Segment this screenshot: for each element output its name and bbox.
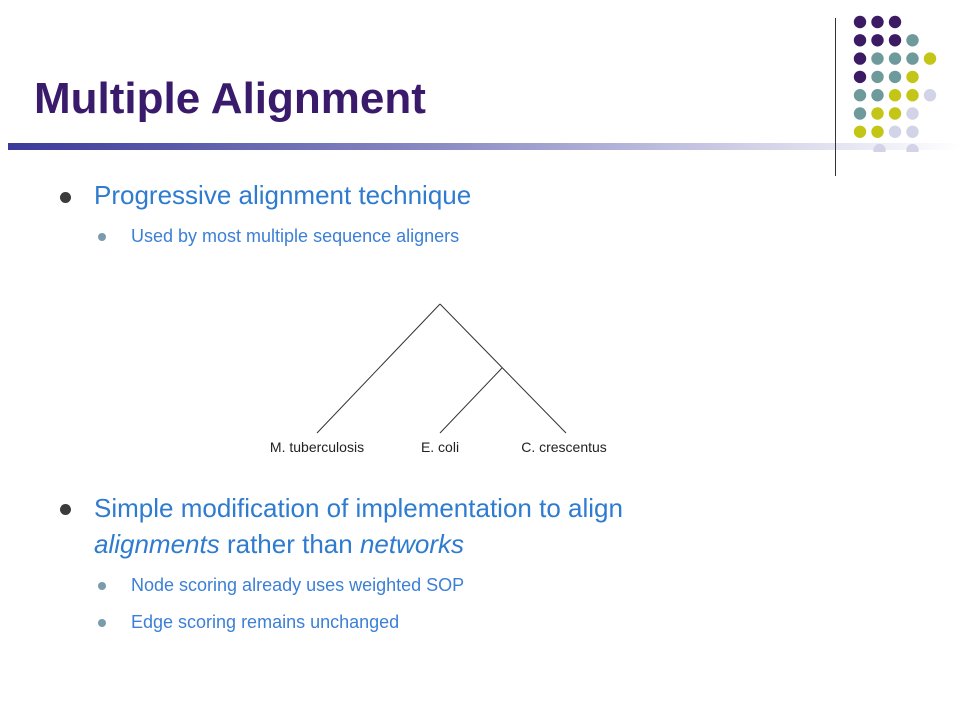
- decorative-dot: [906, 52, 919, 65]
- sub-bullet-used-by: Used by most multiple sequence aligners: [98, 226, 459, 247]
- leaf-label-m-tuberculosis: M. tuberculosis: [270, 439, 364, 455]
- leaf-label-c-crescentus: C. crescentus: [521, 439, 607, 455]
- decorative-dot: [906, 70, 919, 84]
- title-underline: [8, 143, 960, 150]
- phylogenetic-tree: M. tuberculosis E. coli C. crescentus: [240, 296, 640, 466]
- decorative-dot: [853, 15, 867, 29]
- tree-edge: [439, 303, 567, 434]
- decorative-dot: [888, 125, 902, 138]
- decorative-dot: [853, 107, 867, 120]
- tree-edge: [316, 303, 441, 434]
- decorative-dot: [871, 125, 884, 138]
- decorative-dot: [853, 125, 867, 138]
- header-divider: [835, 18, 836, 176]
- bullet-simple-modification: Simple modification of implementation to…: [60, 490, 623, 562]
- decorative-dot: [853, 52, 867, 65]
- decorative-dot: [853, 70, 867, 84]
- decorative-dot: [853, 89, 867, 102]
- leaf-label-e-coli: E. coli: [421, 439, 459, 455]
- decorative-dot: [906, 107, 919, 120]
- bullet-dot: [98, 233, 106, 241]
- decorative-dot: [888, 52, 902, 65]
- tree-edge: [439, 367, 503, 434]
- decorative-dot: [888, 107, 902, 120]
- decorative-dot: [923, 52, 937, 65]
- decorative-dot: [871, 34, 884, 47]
- sub-bullet-edge-scoring: Edge scoring remains unchanged: [98, 612, 399, 633]
- decorative-dot: [871, 107, 884, 120]
- decorative-dot: [888, 70, 902, 84]
- bullet-progressive: Progressive alignment technique: [60, 180, 471, 211]
- bullet-dot: [98, 619, 106, 627]
- decorative-dot: [888, 15, 902, 29]
- bullet-dot: [60, 504, 71, 515]
- decorative-dot: [923, 89, 937, 102]
- bullet-dot: [98, 582, 106, 590]
- decorative-dot: [888, 34, 902, 47]
- decorative-dot: [871, 52, 884, 65]
- bullet-line-2: alignments rather than networks: [94, 529, 464, 559]
- decorative-dot: [888, 89, 902, 102]
- decorative-dot: [871, 70, 884, 84]
- decorative-dot-grid: [848, 12, 958, 157]
- slide-title: Multiple Alignment: [34, 74, 426, 123]
- decorative-dot: [906, 143, 919, 157]
- decorative-dot: [853, 34, 867, 47]
- decorative-dot: [906, 125, 919, 138]
- decorative-dot: [873, 143, 886, 157]
- bullet-dot: [60, 192, 71, 203]
- decorative-dot: [906, 34, 919, 47]
- decorative-dot: [871, 89, 884, 102]
- sub-bullet-node-scoring: Node scoring already uses weighted SOP: [98, 575, 464, 596]
- decorative-dot: [906, 89, 919, 102]
- decorative-dot: [871, 15, 884, 29]
